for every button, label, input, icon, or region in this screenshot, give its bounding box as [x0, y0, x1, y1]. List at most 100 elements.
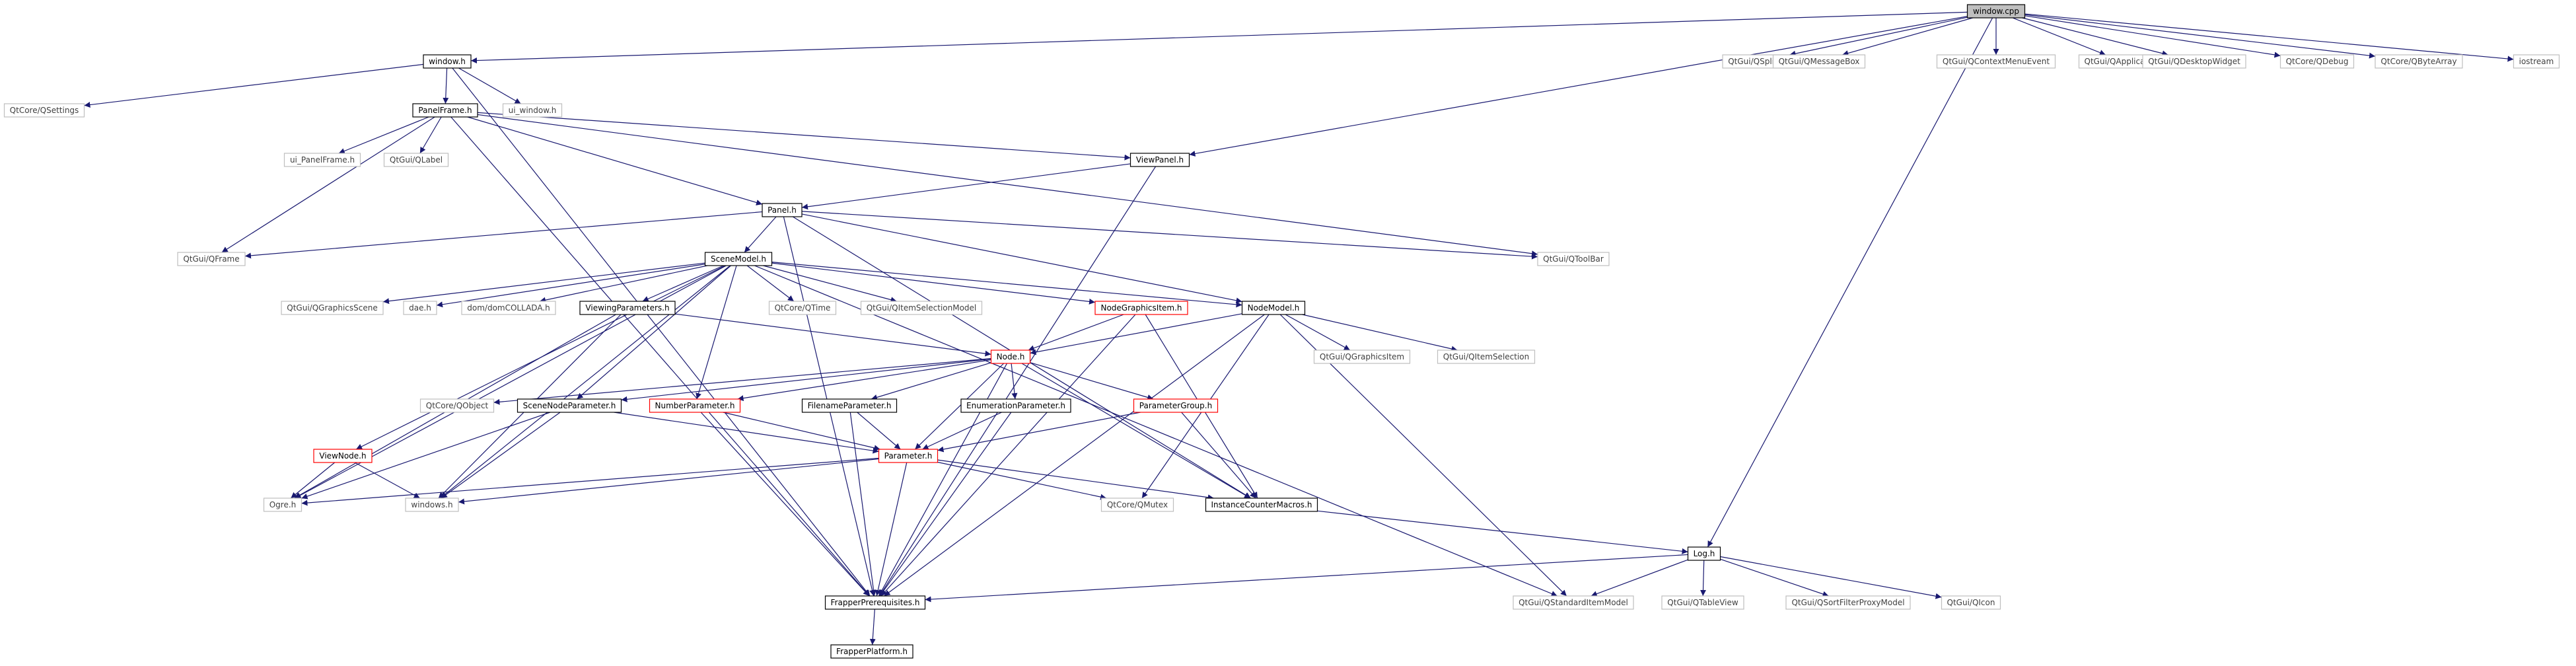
edge-scenemodel-to-viewingparams: [642, 265, 724, 302]
file-node-qframe: QtGui/QFrame: [177, 252, 246, 266]
file-node-viewpanel[interactable]: ViewPanel.h: [1129, 153, 1190, 167]
file-node-box: [830, 644, 913, 659]
file-node-box: [3, 103, 85, 118]
edge-parameter-to-qmutex: [937, 461, 1107, 500]
edge-scenemodel-to-nodegraphicsitem: [771, 262, 1096, 305]
file-node-label: SceneNodeParameter.h: [523, 401, 616, 410]
file-node-qcontextmenuevent: QtGui/QContextMenuEvent: [1936, 54, 2056, 69]
file-node-label: QtGui/QIcon: [1947, 598, 1995, 607]
file-node-box: [517, 398, 622, 413]
file-node-label: QtGui/QStandardItemModel: [1519, 598, 1628, 607]
file-node-qitemselection: QtGui/QItemSelection: [1437, 350, 1536, 364]
file-node-label: QtGui/QGraphicsItem: [1320, 352, 1404, 361]
file-node-scenenodeparam[interactable]: SceneNodeParameter.h: [517, 398, 622, 413]
file-node-label: window.h: [429, 57, 466, 66]
file-node-box: [704, 252, 773, 266]
file-node-node[interactable]: Node.h: [990, 350, 1031, 364]
file-node-qbytearray: QtCore/QByteArray: [2375, 54, 2463, 69]
edge-nodemodel-to-frapperprereq: [884, 314, 1265, 597]
file-node-label: QtGui/QGraphicsScene: [287, 303, 377, 313]
file-node-label: dom/domCOLLADA.h: [467, 303, 550, 313]
file-node-label: ViewNode.h: [319, 451, 366, 461]
file-node-qobject: QtCore/QObject: [419, 398, 495, 413]
file-node-label: ui_window.h: [509, 106, 557, 115]
file-node-nodegraphicsitem[interactable]: NodeGraphicsItem.h: [1094, 301, 1188, 315]
file-node-iostream: iostream: [2513, 54, 2560, 69]
file-node-box: [419, 398, 495, 413]
edge-scenemodel-to-nodemodel: [771, 262, 1242, 308]
file-node-panelframe[interactable]: PanelFrame.h: [412, 103, 478, 118]
file-node-ogre: Ogre.h: [263, 498, 303, 512]
file-node-qgraphicsscene: QtGui/QGraphicsScene: [281, 301, 384, 315]
file-node-label: FrapperPrerequisites.h: [831, 598, 920, 607]
file-node-viewnode[interactable]: ViewNode.h: [313, 449, 373, 463]
edge-nodegraphicsitem-to-node: [1028, 314, 1124, 352]
file-node-box: [1205, 498, 1318, 512]
file-node-filenameparam[interactable]: FilenameParameter.h: [801, 398, 898, 413]
file-node-window-cpp[interactable]: window.cpp: [1966, 4, 2026, 18]
file-node-box: [281, 301, 384, 315]
file-node-window-h[interactable]: window.h: [423, 54, 472, 69]
file-node-nodemodel[interactable]: NodeModel.h: [1241, 301, 1306, 315]
edge-window-h-to-ui-window: [458, 67, 521, 104]
file-node-label: NumberParameter.h: [655, 401, 735, 410]
edge-node-to-scenenodeparam: [621, 358, 991, 402]
file-node-domcollada: dom/domCOLLADA.h: [461, 301, 556, 315]
edge-nodemodel-to-qgraphicsitem: [1285, 314, 1351, 351]
file-node-box: [1313, 350, 1411, 364]
edge-viewnode-to-ogre: [290, 462, 336, 499]
file-node-label: Node.h: [997, 352, 1025, 361]
file-node-label: ParameterGroup.h: [1139, 401, 1212, 410]
edge-panel-to-nodemodel: [801, 213, 1242, 304]
file-node-box: [1437, 350, 1536, 364]
file-node-paramgroup[interactable]: ParameterGroup.h: [1133, 398, 1219, 413]
file-node-label: QtCore/QByteArray: [2380, 57, 2456, 66]
file-node-label: SceneModel.h: [711, 254, 766, 264]
file-node-windows: windows.h: [405, 498, 459, 512]
file-node-parameter[interactable]: Parameter.h: [878, 449, 939, 463]
edge-window-cpp-to-iostream: [2024, 13, 2514, 62]
file-node-log[interactable]: Log.h: [1687, 546, 1721, 561]
edge-paramgroup-to-parameter: [937, 412, 1141, 453]
edge-panelframe-to-panel: [467, 116, 763, 205]
file-node-viewingparams[interactable]: ViewingParameters.h: [579, 301, 676, 315]
file-node-numberparam[interactable]: NumberParameter.h: [649, 398, 741, 413]
edge-panelframe-to-frapperprereq: [450, 116, 870, 597]
file-node-label: PanelFrame.h: [418, 106, 472, 115]
file-node-instancecounter[interactable]: InstanceCounterMacros.h: [1205, 498, 1318, 512]
file-node-box: [1966, 4, 2026, 18]
edge-scenenodeparam-to-windows: [441, 412, 561, 499]
file-node-box: [768, 301, 837, 315]
file-node-box: [990, 350, 1031, 364]
file-node-box: [502, 103, 563, 118]
edge-node-to-parameter: [914, 363, 1005, 450]
file-node-label: FilenameParameter.h: [808, 401, 892, 410]
file-node-box: [1941, 595, 2001, 610]
file-node-box: [878, 449, 939, 463]
file-node-box: [2375, 54, 2463, 69]
edge-nodegraphicsitem-to-frapperprereq: [880, 314, 1136, 597]
edge-parameter-to-instancecounter: [937, 459, 1214, 501]
file-node-qtableview: QtGui/QTableView: [1661, 595, 1744, 610]
file-node-box: [801, 398, 898, 413]
file-node-box: [423, 54, 472, 69]
edge-viewingparams-to-node: [674, 313, 991, 357]
file-node-panel[interactable]: Panel.h: [762, 203, 803, 217]
file-node-box: [2513, 54, 2560, 69]
file-node-label: Log.h: [1694, 549, 1715, 558]
edge-scenenodeparam-to-ogre: [301, 412, 551, 500]
edge-window-h-to-frapperprereq: [452, 67, 871, 597]
file-node-enumparam[interactable]: EnumerationParameter.h: [960, 398, 1071, 413]
file-node-box: [1094, 301, 1188, 315]
file-node-label: ui_PanelFrame.h: [290, 155, 355, 165]
file-node-qmutex: QtCore/QMutex: [1100, 498, 1174, 512]
file-node-scenemodel[interactable]: SceneModel.h: [704, 252, 773, 266]
edge-instancecounter-to-log: [1317, 510, 1688, 554]
file-node-frapperplatform[interactable]: FrapperPlatform.h: [830, 644, 913, 659]
file-node-box: [313, 449, 373, 463]
edge-viewpanel-to-panel: [801, 163, 1131, 210]
file-node-box: [2142, 54, 2246, 69]
edge-panelframe-to-ui-panelframe: [338, 116, 429, 154]
file-node-frapperprereq[interactable]: FrapperPrerequisites.h: [824, 595, 926, 610]
file-node-label: Panel.h: [768, 205, 797, 215]
